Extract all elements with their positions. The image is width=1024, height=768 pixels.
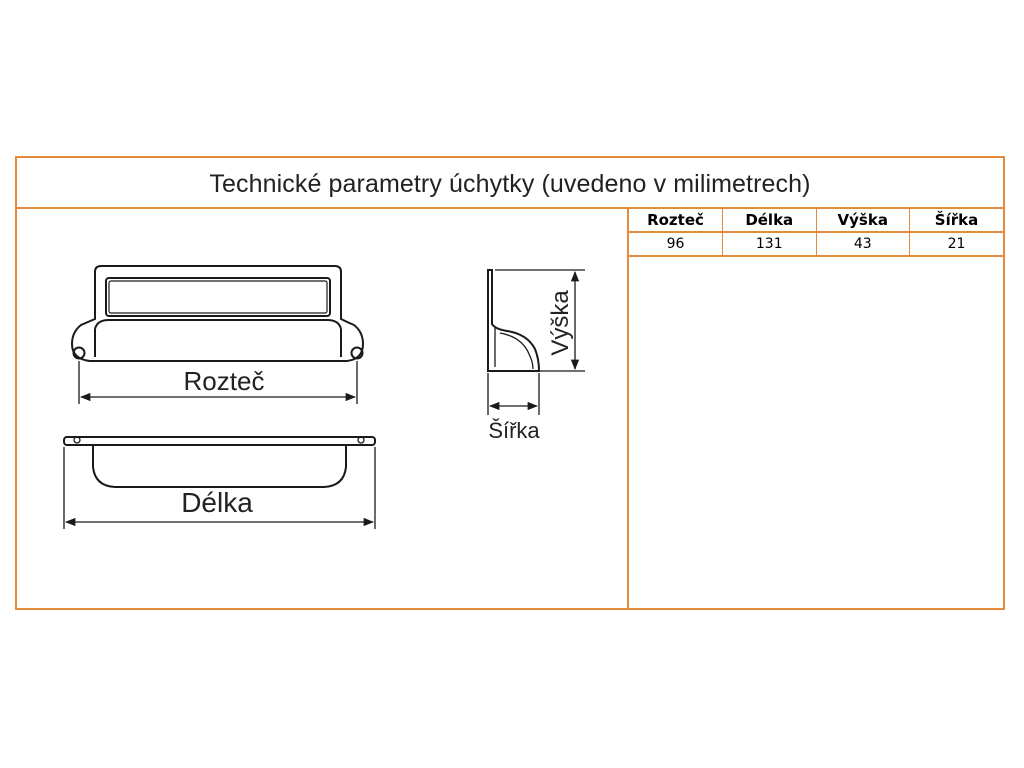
value-roztec: 96 — [629, 231, 723, 257]
value-sirka: 21 — [909, 231, 1003, 257]
header-delka: Délka — [722, 209, 817, 233]
parameters-table: Rozteč Délka Výška Šířka 96 131 43 21 — [629, 209, 1003, 257]
handle-drawing-area: Rozteč Délka — [17, 209, 629, 608]
handle-technical-drawing: Rozteč Délka — [63, 265, 585, 529]
page-title: Technické parametry úchytky (uvedeno v m… — [209, 170, 811, 198]
delka-label: Délka — [181, 487, 253, 518]
value-delka: 131 — [722, 231, 817, 257]
roztec-dimension — [78, 361, 358, 404]
vyska-label: Výška — [547, 290, 574, 356]
table-header-row: Rozteč Délka Výška Šířka — [629, 209, 1003, 233]
handle-side-view — [487, 269, 541, 372]
value-vyska: 43 — [815, 231, 910, 257]
header-sirka: Šířka — [909, 209, 1003, 233]
roztec-label: Rozteč — [184, 366, 265, 396]
handle-top-view — [63, 436, 376, 488]
table-row: 96 131 43 21 — [629, 231, 1003, 257]
delka-dimension — [63, 447, 376, 529]
header-roztec: Rozteč — [629, 209, 723, 233]
spec-frame: Technické parametry úchytky (uvedeno v m… — [15, 156, 1005, 610]
sirka-label: Šířka — [488, 418, 540, 443]
handle-front-view — [70, 265, 365, 362]
title-bar: Technické parametry úchytky (uvedeno v m… — [17, 158, 1003, 209]
header-vyska: Výška — [815, 209, 910, 233]
sirka-dimension — [487, 373, 540, 415]
vyska-dimension — [495, 269, 585, 372]
